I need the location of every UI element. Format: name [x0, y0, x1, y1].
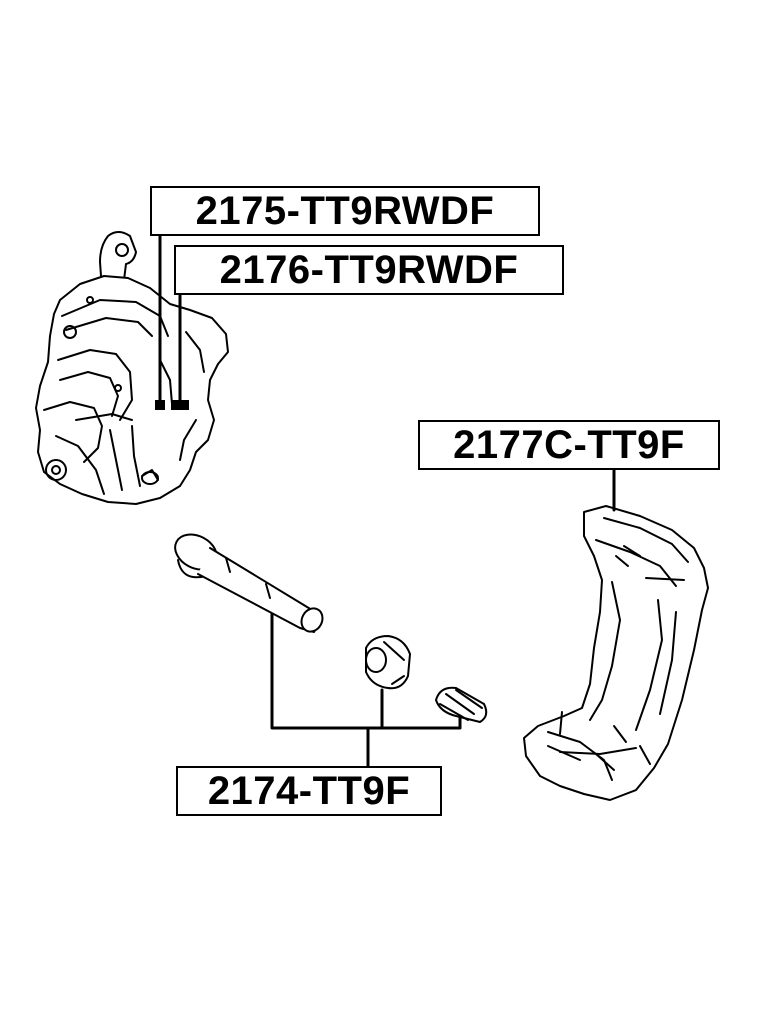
guide-pin: [174, 533, 324, 633]
leader-lines-kit: [270, 612, 462, 768]
part-label-2177: 2177C-TT9F: [418, 420, 720, 470]
part-label-2176: 2176-TT9RWDF: [174, 245, 564, 295]
part-label-2175: 2175-TT9RWDF: [150, 186, 540, 236]
bleeder-screws: [155, 400, 189, 410]
part-label-2174: 2174-TT9F: [176, 766, 442, 816]
pin-bushing: [365, 635, 411, 690]
leader-lines-caliper: [158, 234, 182, 404]
pin-boot: [435, 686, 488, 723]
caliper-bracket: [523, 505, 709, 801]
